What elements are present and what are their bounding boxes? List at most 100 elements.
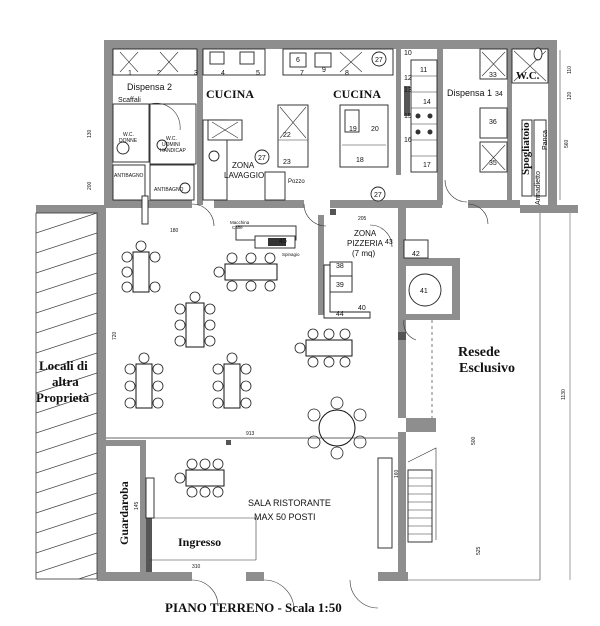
dimension-label: 1130	[561, 389, 567, 400]
item-number: 43	[385, 239, 393, 246]
dimension-label: 500	[471, 436, 477, 445]
label-spinagio: Spinagio	[282, 252, 300, 257]
label-scaffali: Scaffali	[118, 97, 141, 104]
item-number: 27	[258, 155, 266, 162]
dimension-label: 160	[394, 469, 400, 478]
table-set	[294, 328, 353, 368]
kitchen-fixtures	[112, 47, 549, 225]
label-locali-2: altra	[52, 374, 79, 389]
dimension-label: 525	[476, 546, 482, 555]
label-spogliatoio: Spogliatoio	[520, 122, 532, 175]
item-number: 38	[336, 263, 344, 270]
label-locali-1: Locali di	[39, 358, 88, 373]
item-number: 20	[371, 126, 379, 133]
item-number: 36	[489, 119, 497, 126]
item-number: 44	[336, 311, 344, 318]
item-numbers: 1 2 3 4 5 6 7 8 9 10 11 12 13 14 15 16 1…	[128, 50, 503, 318]
dimension-label: 720	[112, 331, 118, 340]
label-antibagno-1: ANTIBAGNO	[114, 173, 144, 179]
label-resede-2: Esclusivo	[459, 361, 515, 376]
table-set	[174, 291, 216, 348]
item-number: 4	[221, 70, 225, 77]
exterior-stairs	[407, 447, 437, 543]
item-number: 27	[374, 192, 382, 199]
item-number: 33	[489, 72, 497, 79]
dimension-label: 560	[564, 139, 570, 148]
label-pozzo: Pozzo	[288, 179, 305, 185]
label-cucina-left: CUCINA	[206, 87, 254, 101]
item-number: 7	[300, 70, 304, 77]
item-number: 23	[283, 159, 291, 166]
resede-boundary	[408, 50, 571, 581]
dimension-label: 205	[358, 216, 367, 222]
item-number: 6	[296, 57, 300, 64]
item-number: 1	[128, 70, 132, 77]
label-zona-pizzeria-2: PIZZERIA	[347, 239, 384, 248]
item-number: 13	[404, 87, 412, 94]
dimension-label: 110	[567, 66, 573, 74]
round-table-set	[307, 396, 367, 460]
plan-title: PIANO TERRENO - Scala 1:50	[165, 600, 342, 615]
table-set	[213, 252, 278, 292]
room-labels: Dispensa 2 CUCINA CUCINA Dispensa 1 W.C.…	[36, 70, 549, 549]
dimension-label: 130	[87, 129, 93, 138]
item-number: 42	[412, 251, 420, 258]
label-zona-lavaggio-1: ZONA	[232, 161, 255, 170]
dimension-label: 913	[246, 431, 255, 437]
neighbor-property-hatch	[35, 212, 98, 580]
item-number: 41	[420, 288, 428, 295]
label-panca: Panca	[542, 130, 549, 150]
label-sala-1: SALA RISTORANTE	[248, 498, 331, 508]
label-wc-top: W.C.	[516, 70, 540, 82]
doors	[191, 179, 489, 611]
item-number: 14	[423, 99, 431, 106]
item-number: 19	[349, 126, 357, 133]
item-number: 5	[256, 70, 260, 77]
label-macchina-caffe-1: Macchina	[230, 220, 250, 225]
label-zona-pizzeria-3: (7 mq)	[352, 249, 375, 258]
label-armadietto: Armadietto	[535, 171, 542, 205]
table-set	[121, 240, 161, 293]
item-number: 8	[345, 70, 349, 77]
label-zona-pizzeria-1: ZONA	[354, 229, 377, 238]
label-resede-1: Resede	[458, 345, 500, 360]
walls	[36, 40, 578, 581]
dining-furniture	[106, 240, 398, 561]
item-number: 15	[404, 113, 412, 120]
label-wc-uomini-1: W.C.	[166, 136, 177, 142]
dimension-label: 180	[170, 228, 179, 234]
label-sala-2: MAX 50 POSTI	[254, 512, 316, 522]
item-number: 10	[404, 50, 412, 57]
label-wc-donne-1: W.C.	[123, 132, 134, 138]
label-macchina-caffe-2: Caffè	[232, 225, 243, 230]
item-number: 35	[489, 160, 497, 167]
dimension-label: 310	[192, 564, 201, 570]
item-number: 39	[336, 282, 344, 289]
label-guardaroba: Guardaroba	[117, 481, 131, 545]
item-number: 2	[157, 70, 161, 77]
item-number: 12	[404, 75, 412, 82]
label-zona-lavaggio-2: LAVAGGIO	[224, 171, 264, 180]
item-number: 22	[283, 132, 291, 139]
label-ingresso: Ingresso	[178, 535, 221, 549]
item-number: 17	[423, 162, 431, 169]
item-number: 16	[404, 137, 412, 144]
label-locali-3: Proprietà	[36, 390, 90, 405]
item-number: 9	[322, 67, 326, 74]
label-wc-donne-2: DONNE	[119, 138, 138, 144]
label-wc-uomini-2: UOMINI	[162, 142, 180, 148]
item-number: 40	[358, 305, 366, 312]
item-number: 45	[279, 238, 287, 245]
dimension-label: 200	[87, 181, 93, 190]
label-antibagno-2: ANTIBAGNO	[154, 187, 184, 193]
table-set	[212, 352, 252, 409]
label-dispensa2: Dispensa 2	[127, 82, 172, 92]
item-number: 27	[375, 57, 383, 64]
item-number: 34	[495, 91, 503, 98]
label-dispensa1: Dispensa 1	[447, 88, 492, 98]
dimension-label: 145	[134, 501, 140, 510]
table-set	[174, 458, 225, 498]
dimension-labels: 130 200 180 205 720 560 1130 913 310 110…	[87, 66, 573, 570]
label-cucina-right: CUCINA	[333, 87, 381, 101]
